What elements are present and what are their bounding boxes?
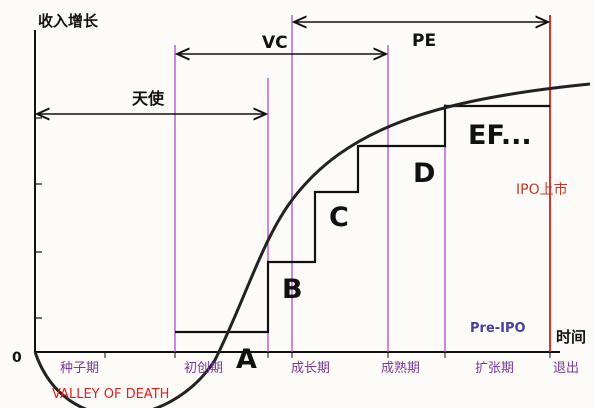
growth-curve: [33, 82, 591, 408]
step-a: A: [236, 344, 257, 375]
stage-seed: 种子期: [60, 361, 99, 376]
vc-label: VC: [262, 33, 288, 53]
step-d: D: [413, 158, 435, 189]
pre-ipo-label: Pre-IPO: [470, 321, 526, 336]
pe-label: PE: [412, 31, 436, 51]
y-axis-title: 收入增长: [38, 12, 99, 30]
step-c: C: [329, 202, 349, 233]
angel-label: 天使: [132, 89, 165, 108]
stage-growth: 成长期: [291, 361, 330, 376]
stage-mature: 成熟期: [381, 360, 420, 376]
x-ticks: [104, 352, 551, 358]
y-ticks: [35, 117, 42, 319]
stage-expansion: 扩张期: [475, 361, 514, 376]
investment-staircase: [175, 104, 550, 334]
step-ef: EF...: [468, 120, 532, 151]
stage-lines: [174, 15, 446, 352]
x-axis-title: 时间: [556, 328, 586, 346]
stage-labels: 种子期 初创期 成长期 成熟期 扩张期 退出: [60, 360, 579, 376]
ipo-label: IPO上市: [516, 181, 568, 198]
origin-label: 0: [12, 350, 22, 366]
stage-startup: 初创期: [184, 361, 223, 376]
stage-exit: 退出: [553, 361, 579, 376]
valley-of-death-label: VALLEY OF DEATH: [52, 387, 169, 402]
step-b: B: [282, 274, 303, 305]
